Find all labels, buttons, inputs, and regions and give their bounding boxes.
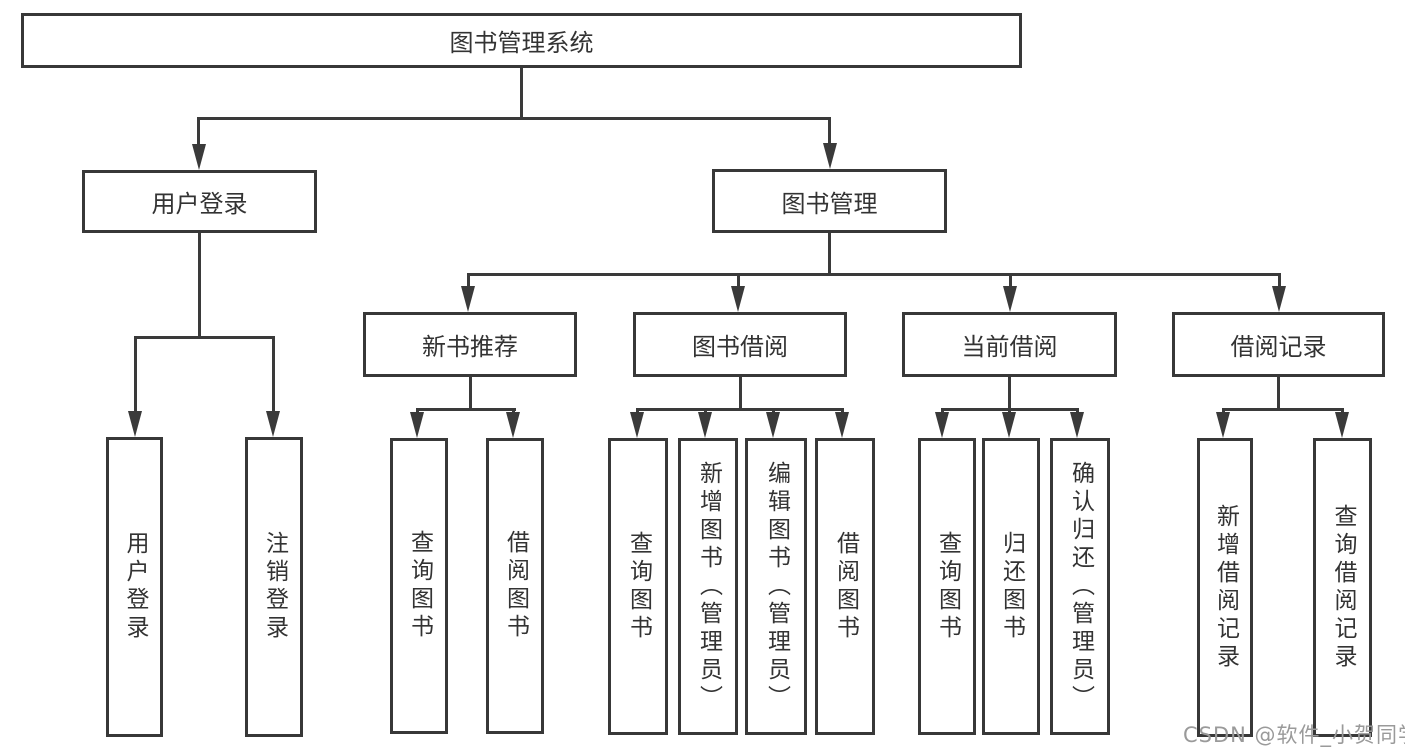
arrow-down-icon (1003, 286, 1017, 312)
leaf-label: 查询图书 (625, 530, 652, 643)
arrow-down-icon (935, 412, 949, 438)
edge-borrow-record-riser (1277, 377, 1280, 411)
node-new-book-recommend-label: 新书推荐 (422, 333, 518, 361)
arrow-down-icon (1272, 286, 1286, 312)
edge-borrow-record-branch (1222, 408, 1344, 411)
arrow-down-icon (128, 411, 142, 437)
leaf-label: 用户登录 (122, 531, 148, 643)
arrow-down-icon (766, 412, 780, 438)
leaf-label: 注销登录 (261, 531, 288, 643)
arrow-down-icon (506, 412, 520, 438)
edge-user-login-riser (198, 233, 201, 336)
edge-book-borrow-riser (739, 377, 742, 411)
edge-level1-branch (197, 117, 831, 120)
arrow-down-icon (192, 144, 206, 170)
leaf-borrow-book-2: 借阅图书 (815, 438, 875, 735)
edge-new-book-branch (416, 408, 516, 411)
edge-to-leaf (134, 336, 137, 414)
node-user-login: 用户登录 (82, 170, 317, 233)
edge-book-management-riser (828, 233, 831, 273)
arrow-down-icon (731, 286, 745, 312)
node-current-borrow: 当前借阅 (902, 312, 1117, 377)
arrow-down-icon (1070, 412, 1084, 438)
arrow-down-icon (698, 412, 712, 438)
leaf-query-book-3: 查询图书 (918, 438, 976, 735)
edge-to-borrow-record (1278, 273, 1281, 289)
node-current-borrow-label: 当前借阅 (961, 333, 1058, 361)
leaf-query-book-2: 查询图书 (608, 438, 668, 735)
leaf-query-book-1: 查询图书 (390, 438, 448, 734)
edge-to-book-borrow (737, 273, 740, 289)
leaf-label: 借阅图书 (832, 530, 859, 643)
leaf-user-login: 用户登录 (106, 437, 163, 737)
arrow-down-icon (410, 412, 424, 438)
node-book-management: 图书管理 (712, 169, 947, 233)
leaf-label: 查询图书 (934, 530, 961, 643)
node-root: 图书管理系统 (21, 13, 1022, 68)
leaf-label: 借阅图书 (502, 530, 529, 642)
arrow-down-icon (1002, 412, 1016, 438)
leaf-label: 归还图书 (998, 530, 1025, 643)
leaf-borrow-book-1: 借阅图书 (486, 438, 544, 734)
edge-to-user-login (197, 117, 200, 147)
arrow-down-icon (266, 411, 280, 437)
leaf-label: 编辑图书（管理员） (763, 460, 790, 713)
arrow-down-icon (835, 412, 849, 438)
arrow-down-icon (461, 286, 475, 312)
leaf-label: 新增图书（管理员） (695, 460, 722, 713)
edge-new-book-riser (469, 377, 472, 411)
leaf-edit-book-admin: 编辑图书（管理员） (745, 438, 807, 735)
edge-to-book-management (828, 117, 831, 147)
arrow-down-icon (823, 143, 837, 169)
arrow-down-icon (1216, 412, 1230, 438)
leaf-return-book: 归还图书 (982, 438, 1040, 735)
leaf-logout: 注销登录 (245, 437, 303, 737)
edge-book-borrow-branch (636, 408, 844, 411)
node-new-book-recommend: 新书推荐 (363, 312, 577, 377)
edge-root-riser (520, 68, 523, 117)
leaf-label: 查询图书 (406, 530, 433, 642)
leaf-query-borrow-record: 查询借阅记录 (1313, 438, 1372, 737)
node-user-login-label: 用户登录 (151, 190, 248, 218)
leaf-add-book-admin: 新增图书（管理员） (678, 438, 738, 735)
leaf-add-borrow-record: 新增借阅记录 (1197, 438, 1253, 737)
edge-user-login-branch (134, 336, 275, 339)
node-book-borrow-label: 图书借阅 (692, 333, 788, 361)
edge-level2-branch (467, 273, 1281, 276)
leaf-label: 新增借阅记录 (1212, 503, 1239, 672)
node-book-borrow: 图书借阅 (633, 312, 847, 377)
node-borrow-record-label: 借阅记录 (1230, 333, 1327, 361)
node-root-label: 图书管理系统 (449, 29, 594, 57)
edge-to-current-borrow (1009, 273, 1012, 289)
arrow-down-icon (1335, 412, 1349, 438)
edge-to-leaf (272, 336, 275, 414)
edge-current-borrow-riser (1008, 377, 1011, 411)
node-book-management-label: 图书管理 (781, 189, 878, 218)
csdn-watermark: CSDN @软件_小贺同学 (1183, 723, 1405, 747)
edge-to-new-book (467, 273, 470, 289)
node-borrow-record: 借阅记录 (1172, 312, 1385, 377)
arrow-down-icon (630, 412, 644, 438)
leaf-label: 确认归还（管理员） (1067, 460, 1094, 713)
leaf-confirm-return-admin: 确认归还（管理员） (1050, 438, 1110, 735)
leaf-label: 查询借阅记录 (1330, 503, 1356, 672)
